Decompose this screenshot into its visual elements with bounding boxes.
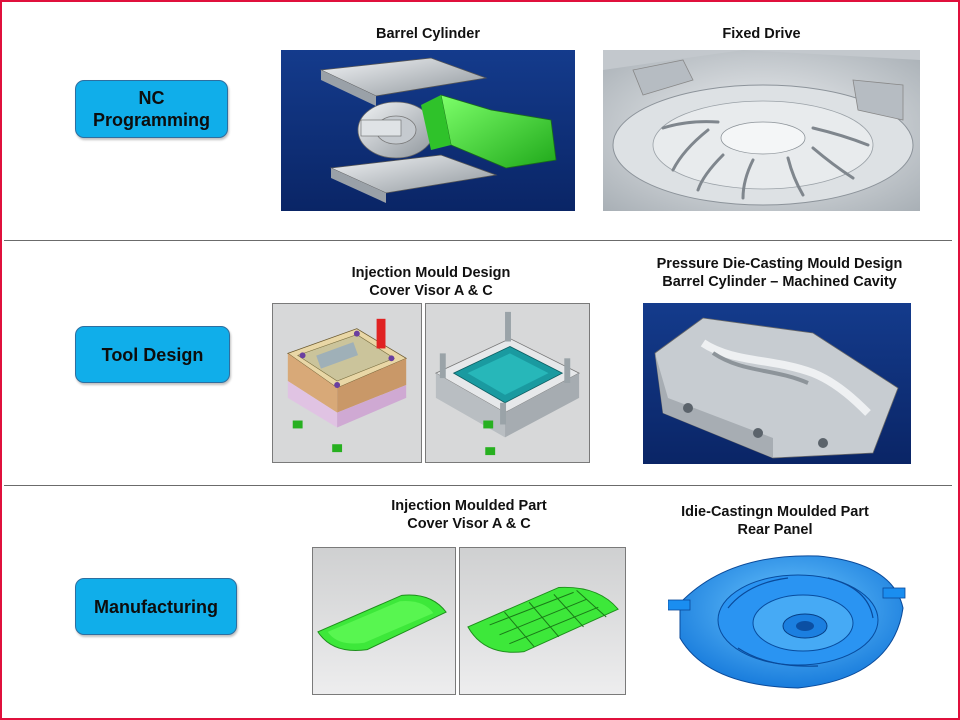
fixed-drive-image [603,50,920,211]
manufacturing-label: Manufacturing [75,578,237,635]
injection-mould-a-image [272,303,422,463]
injection-mould-b-image [425,303,590,463]
barrel-cylinder-image [281,50,575,211]
injection-moulded-part-b-image [459,547,626,695]
fixed-drive-caption: Fixed Drive [722,26,801,42]
pressure-die-casting-caption: Pressure Die-Casting Mould Design Barrel… [656,256,903,290]
die-casting-moulded-part-image [668,548,913,693]
injection-mould-design-caption: Injection Mould Design Cover Visor A & C [351,265,511,299]
die-casting-moulded-part-caption: Idie-Castingn Moulded Part Rear Panel [681,504,869,538]
row-divider [4,485,952,486]
pressure-die-casting-image [643,303,911,464]
injection-moulded-part-a-image [312,547,456,695]
row-divider [4,240,952,241]
tool-design-label: Tool Design [75,326,230,383]
injection-moulded-part-caption: Injection Moulded Part Cover Visor A & C [391,498,547,532]
barrel-cylinder-caption: Barrel Cylinder [376,26,480,42]
nc-programming-label: NC Programming [75,80,228,138]
